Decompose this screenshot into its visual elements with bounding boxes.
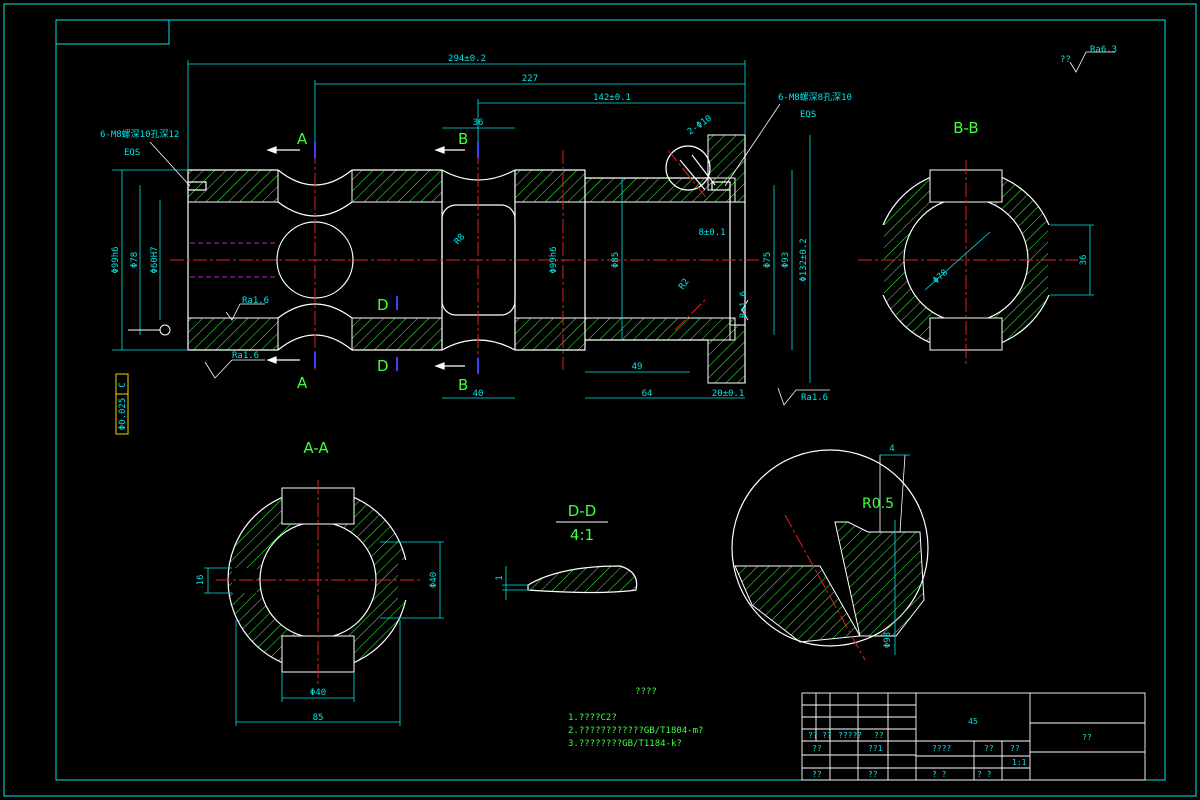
title-block-material: 45 [968, 717, 978, 726]
view-detail [731, 449, 929, 661]
title-block-row1-2: ????? [838, 731, 862, 740]
hidden-lines [190, 242, 278, 278]
dim-142: 142±0.1 [593, 93, 631, 103]
thread-left-leader [149, 141, 191, 187]
dim-phi132: Φ132±0.2 [799, 238, 809, 281]
dim-phi99h6-left: Φ99h6 [111, 246, 121, 273]
section-label-d-top: D [377, 296, 389, 314]
view-dd [502, 521, 638, 600]
view-bb-title: B-B [953, 119, 978, 137]
view-detail-r05: R0.5 [862, 496, 894, 512]
section-label-a-bottom: A [297, 374, 308, 392]
thread-left-line2: EQS [124, 148, 140, 158]
roughness-general: Ra6.3 [1090, 45, 1117, 55]
section-label-b-bottom: B [458, 376, 468, 394]
title-block-row2-4: ?? [1010, 744, 1020, 753]
drawing-border [3, 3, 1197, 797]
title-block-row1-0: ?? [808, 731, 818, 740]
dim-40: 40 [473, 389, 484, 399]
section-label-d-bottom: D [377, 357, 389, 375]
view-aa [204, 480, 444, 726]
dim-overall-length: 294±0.2 [448, 54, 486, 64]
main-view: 294±0.2 227 142±0.1 36 40 49 64 20±0.1 8… [100, 45, 1117, 435]
roughness-ra16-b: Ra1.6 [242, 296, 269, 306]
title-block-scale: 1:1 [1012, 758, 1027, 767]
view-bb [858, 160, 1094, 365]
title-block-row3-2: ? ? [932, 770, 947, 779]
dim-phi85: Φ85 [611, 252, 621, 268]
thread-left-line1: 6-M8螺深10孔深12 [100, 129, 179, 140]
center-lines [170, 149, 760, 370]
hatch-areas [187, 134, 746, 384]
dim-phi75: Φ75 [763, 252, 773, 268]
dim-49: 49 [632, 362, 643, 372]
tolerance-value: Φ0.025 [118, 398, 128, 431]
title-block-row2-0: ?? [812, 744, 822, 753]
view-detail-dim-4: 4 [889, 444, 894, 454]
title-block-row2-1: ??1 [868, 744, 883, 753]
view-dd-scale: 4:1 [570, 526, 594, 544]
title-block-row1-1: ?? [822, 731, 832, 740]
title-block-row3-1: ?? [868, 770, 878, 779]
thread-right-line2: EQS [800, 110, 816, 120]
view-aa-dim-85: 85 [313, 713, 324, 723]
radius-r2: R2 [677, 277, 691, 292]
dimension-lines [112, 60, 811, 399]
roughness-ra16-d: Ra1.6 [739, 291, 749, 318]
section-label-a-top: A [297, 130, 308, 148]
title-block-row2-2: ???? [932, 744, 951, 753]
dim-2-phi10: 2-Φ10 [686, 114, 714, 138]
title-block-row3-3: ? ? [977, 770, 992, 779]
tolerance-datum: C [118, 382, 128, 387]
dim-phi93: Φ93 [781, 252, 791, 268]
section-cut-marks [314, 142, 479, 374]
thread-right-line1: 6-M8螺深8孔深10 [778, 92, 852, 103]
roughness-ra16-c: Ra1.6 [801, 393, 828, 403]
title-block-name: ?? [1082, 733, 1092, 742]
dim-8: 8±0.1 [698, 228, 725, 238]
title-block-row2-3: ?? [984, 744, 994, 753]
notes-line-1: 1.????C2? [568, 713, 617, 723]
view-dd-dim-1: 1 [495, 575, 505, 580]
radius-r8: R8 [453, 232, 468, 247]
view-aa-dim-16: 16 [196, 575, 206, 586]
view-aa-dim-40v: Φ40 [429, 572, 439, 588]
roughness-general-prefix: ?? [1060, 55, 1071, 65]
dim-36: 36 [473, 118, 484, 128]
title-block-row3-0: ?? [812, 770, 822, 779]
title-block [801, 692, 1146, 781]
tolerance-frame [115, 324, 171, 435]
view-aa-dim-40h: Φ40 [310, 688, 326, 698]
notes-line-2: 2.????????????GB/T1804-m? [568, 726, 703, 736]
dim-phi99h6-mid: Φ99h6 [549, 246, 559, 273]
section-arrows [266, 146, 465, 370]
view-dd-title: D-D [568, 502, 597, 520]
view-detail-dim-93: Φ93 [883, 632, 893, 648]
view-bb-dim-36: 36 [1079, 255, 1089, 266]
section-label-b-top: B [458, 130, 468, 148]
dim-64: 64 [642, 389, 653, 399]
roughness-ra16-a: Ra1.6 [232, 351, 259, 361]
notes-line-3: 3.????????GB/T1184-k? [568, 739, 682, 749]
notes-title: ???? [635, 687, 657, 697]
dim-phi60h7: Φ60H7 [150, 246, 160, 273]
dim-phi78: Φ78 [130, 252, 140, 268]
view-aa-title: A-A [303, 439, 329, 457]
dim-20: 20±0.1 [712, 389, 745, 399]
dim-227: 227 [522, 74, 538, 84]
title-block-row1-3: ?? [874, 731, 884, 740]
thread-right-leader [724, 103, 781, 187]
roughness-symbols [204, 51, 1115, 406]
